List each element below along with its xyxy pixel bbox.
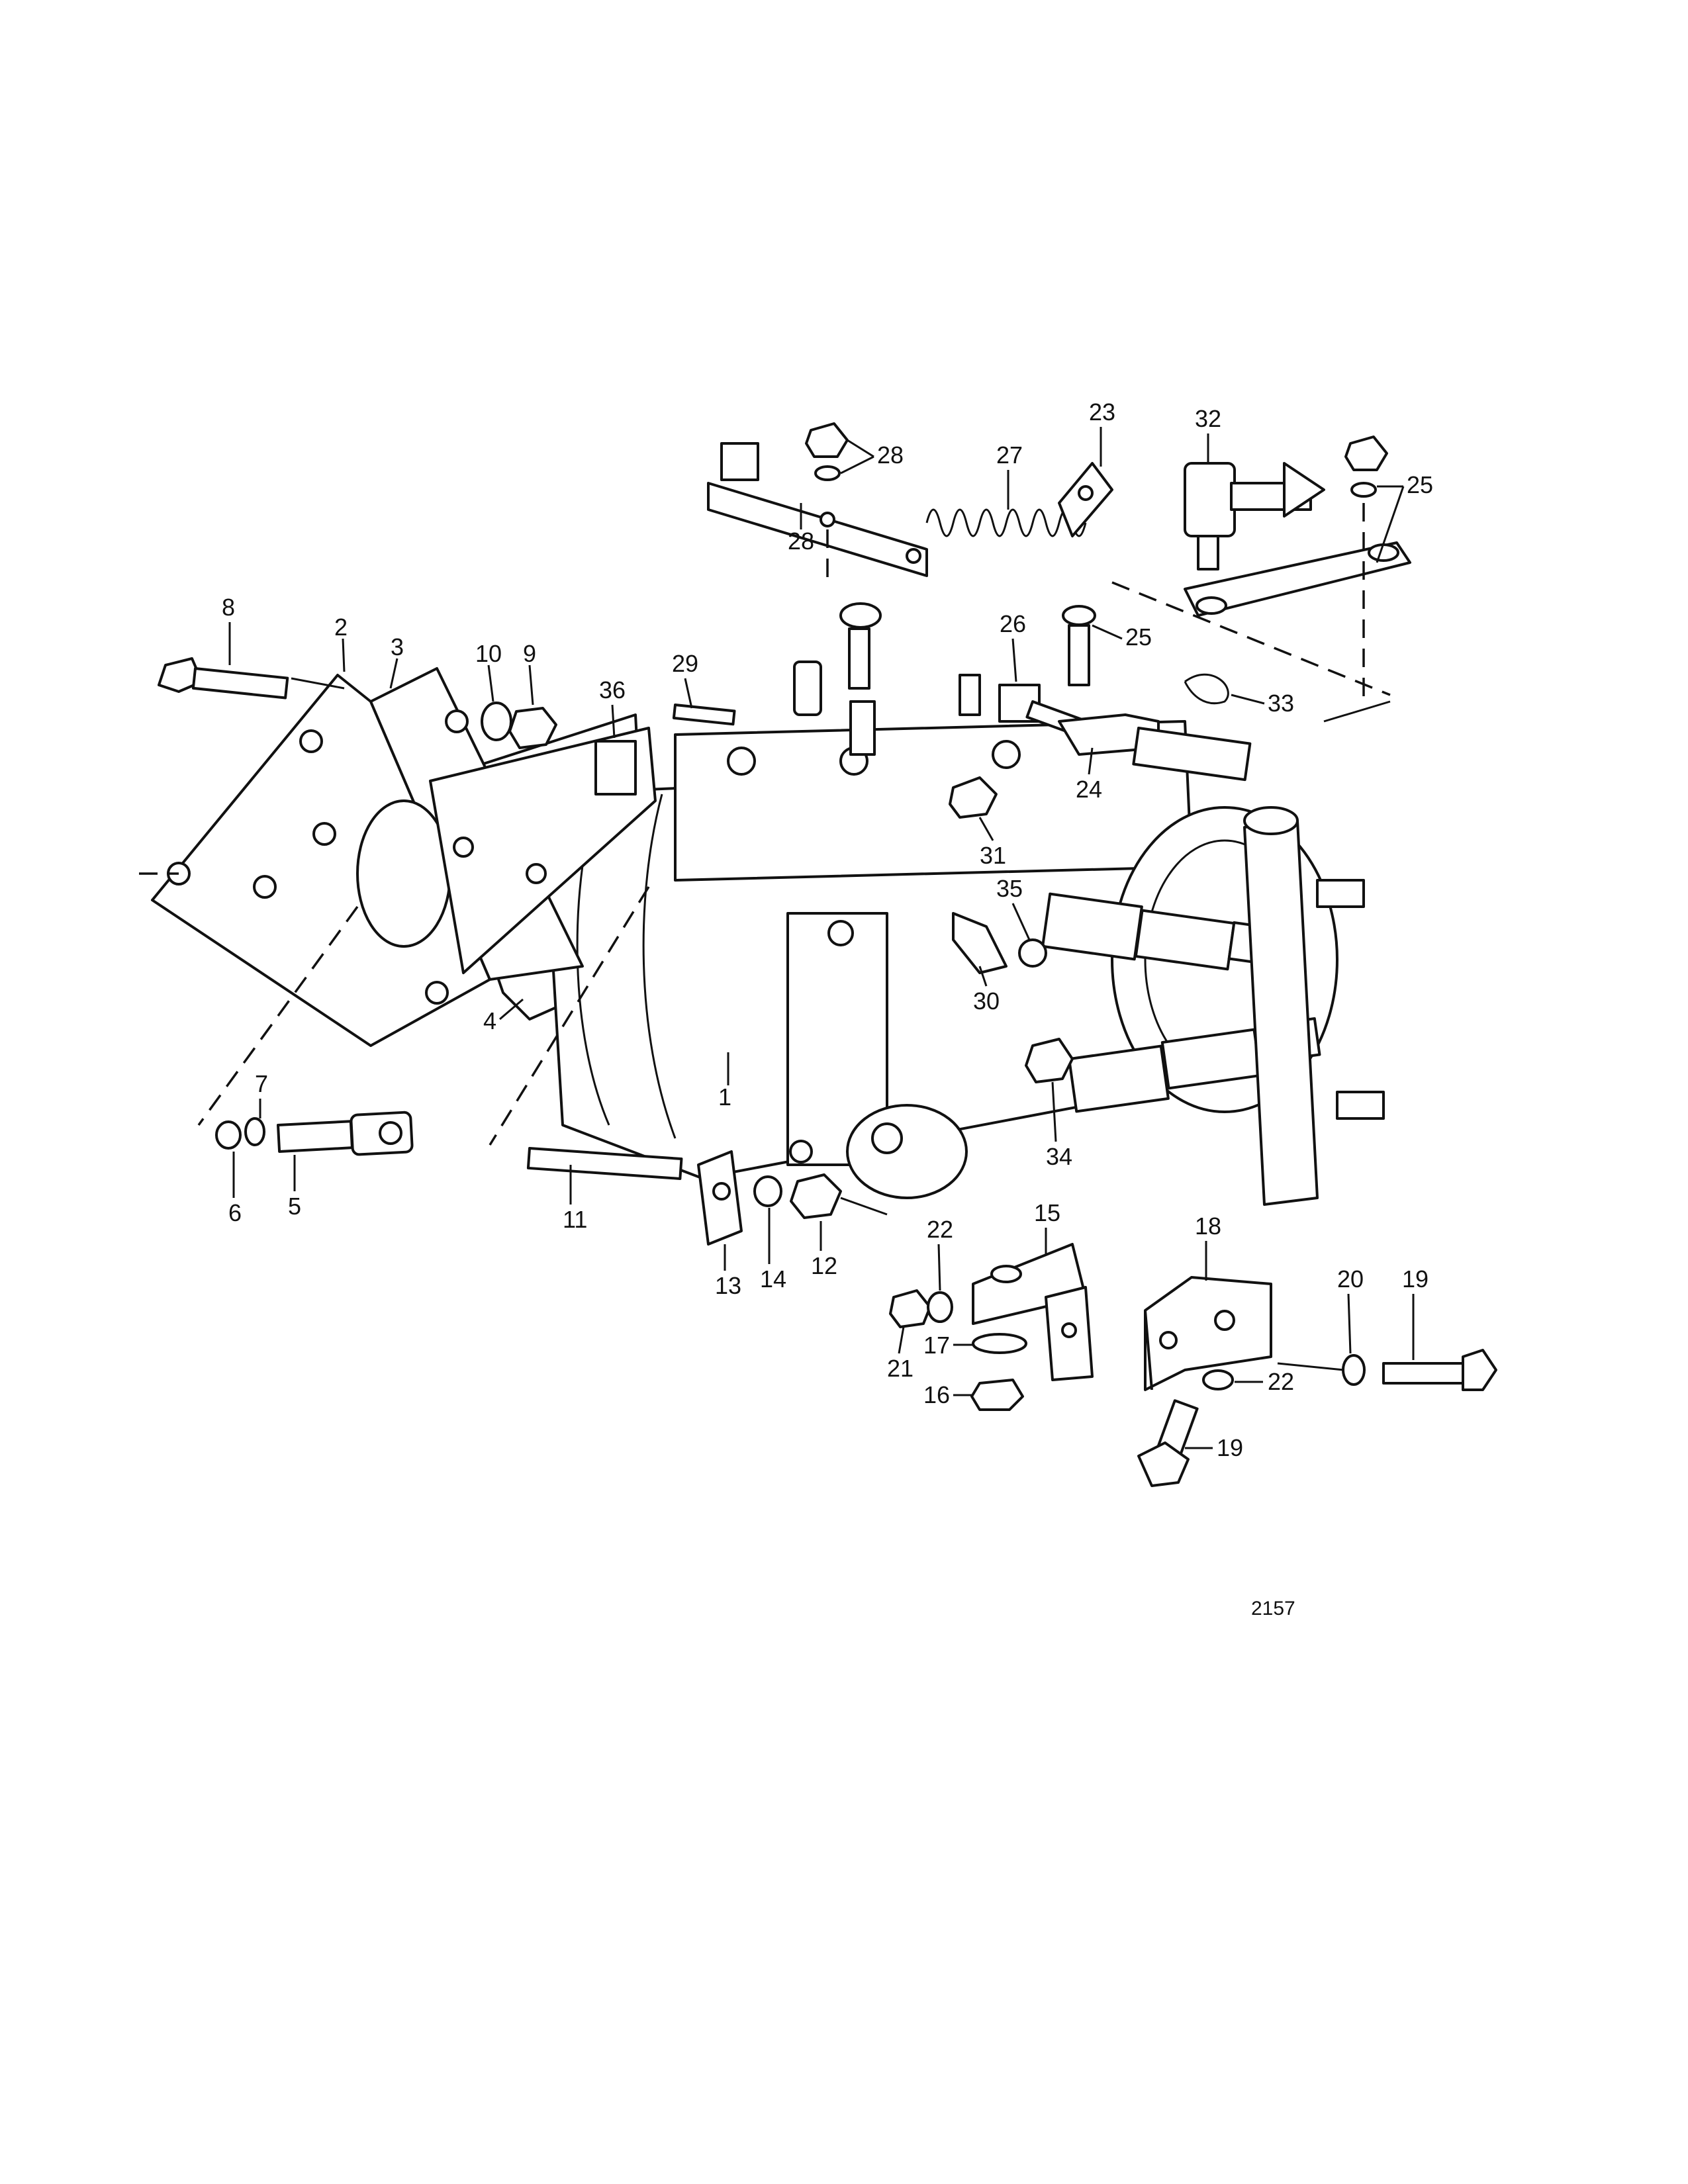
fitting-35 <box>1018 938 1047 968</box>
figure-number: 2157 <box>1251 1598 1295 1619</box>
callout-24: 24 <box>1076 776 1102 803</box>
callout-30: 30 <box>973 987 1000 1015</box>
nut-21-washer-22-left <box>889 1289 953 1328</box>
spring-27 <box>925 508 1087 537</box>
spacer-36 <box>594 740 637 796</box>
callout-16: 16 <box>923 1381 950 1408</box>
body-top-fittings <box>793 660 981 756</box>
callout-33: 33 <box>1268 690 1294 717</box>
callout-7: 7 <box>255 1070 268 1097</box>
callout-29: 29 <box>672 650 698 677</box>
callout-5: 5 <box>288 1193 301 1220</box>
callout-10: 10 <box>475 640 502 667</box>
callout-14: 14 <box>760 1265 786 1293</box>
screw-26-block-24 <box>998 684 1252 782</box>
callout-15: 15 <box>1034 1199 1060 1226</box>
callout-35: 35 <box>996 875 1023 902</box>
screw-29 <box>672 704 736 726</box>
callout-4: 4 <box>483 1007 496 1034</box>
callout-31: 31 <box>980 842 1006 869</box>
callout-36: 36 <box>599 676 626 704</box>
callout-19-lower: 19 <box>1217 1434 1243 1461</box>
screw-5-washers-6-7 <box>215 1111 414 1156</box>
callout-22-right: 22 <box>1268 1368 1294 1395</box>
callout-11: 11 <box>563 1206 587 1233</box>
callout-6: 6 <box>228 1199 242 1226</box>
alignment-lines <box>139 581 1391 1146</box>
callout-27: 27 <box>996 441 1023 469</box>
adjuster-32 <box>1184 462 1325 570</box>
callout-8: 8 <box>222 594 235 621</box>
callout-28-mid: 28 <box>788 527 814 555</box>
callout-1: 1 <box>718 1083 731 1111</box>
bolt-8 <box>158 657 345 700</box>
callout-28-top: 28 <box>877 441 904 469</box>
callout-25-top: 25 <box>1407 471 1433 498</box>
callout-13: 13 <box>715 1272 741 1299</box>
stud-11-assembly <box>526 1146 888 1246</box>
clip-33 <box>1184 673 1229 705</box>
fitting-30 <box>952 912 1008 974</box>
nut-16-washer-17 <box>970 1333 1027 1411</box>
lever-25 <box>1062 435 1411 702</box>
callout-20: 20 <box>1337 1265 1364 1293</box>
callout-21: 21 <box>887 1355 914 1382</box>
bracket-15 <box>972 1243 1094 1381</box>
lever-28 <box>707 422 928 690</box>
callout-25-mid: 25 <box>1125 623 1152 651</box>
callout-34: 34 <box>1046 1143 1072 1170</box>
callout-19-right: 19 <box>1402 1265 1429 1293</box>
delivery-fittings <box>1041 806 1385 1206</box>
callout-32: 32 <box>1195 405 1221 432</box>
callout-26: 26 <box>1000 610 1026 637</box>
callout-3: 3 <box>391 633 404 660</box>
fitting-31 <box>949 776 998 819</box>
callout-17: 17 <box>923 1332 950 1359</box>
callout-12: 12 <box>811 1252 837 1279</box>
bracket-18 <box>1144 1276 1272 1391</box>
fitting-34 <box>1025 1038 1074 1083</box>
callout-23: 23 <box>1089 398 1115 426</box>
callout-labels: 1 2 3 4 5 6 7 8 9 10 11 12 13 14 15 16 1… <box>222 398 1433 1461</box>
callout-9: 9 <box>523 640 536 667</box>
bolt-19-washer-20 <box>1277 1349 1497 1391</box>
callout-2: 2 <box>334 614 348 641</box>
callout-22-left: 22 <box>927 1216 953 1243</box>
nut-9-washer-10 <box>481 702 557 749</box>
callout-18: 18 <box>1195 1212 1221 1240</box>
plate-23 <box>1058 462 1113 537</box>
bolt-19-washer-22-lower <box>1137 1369 1234 1487</box>
